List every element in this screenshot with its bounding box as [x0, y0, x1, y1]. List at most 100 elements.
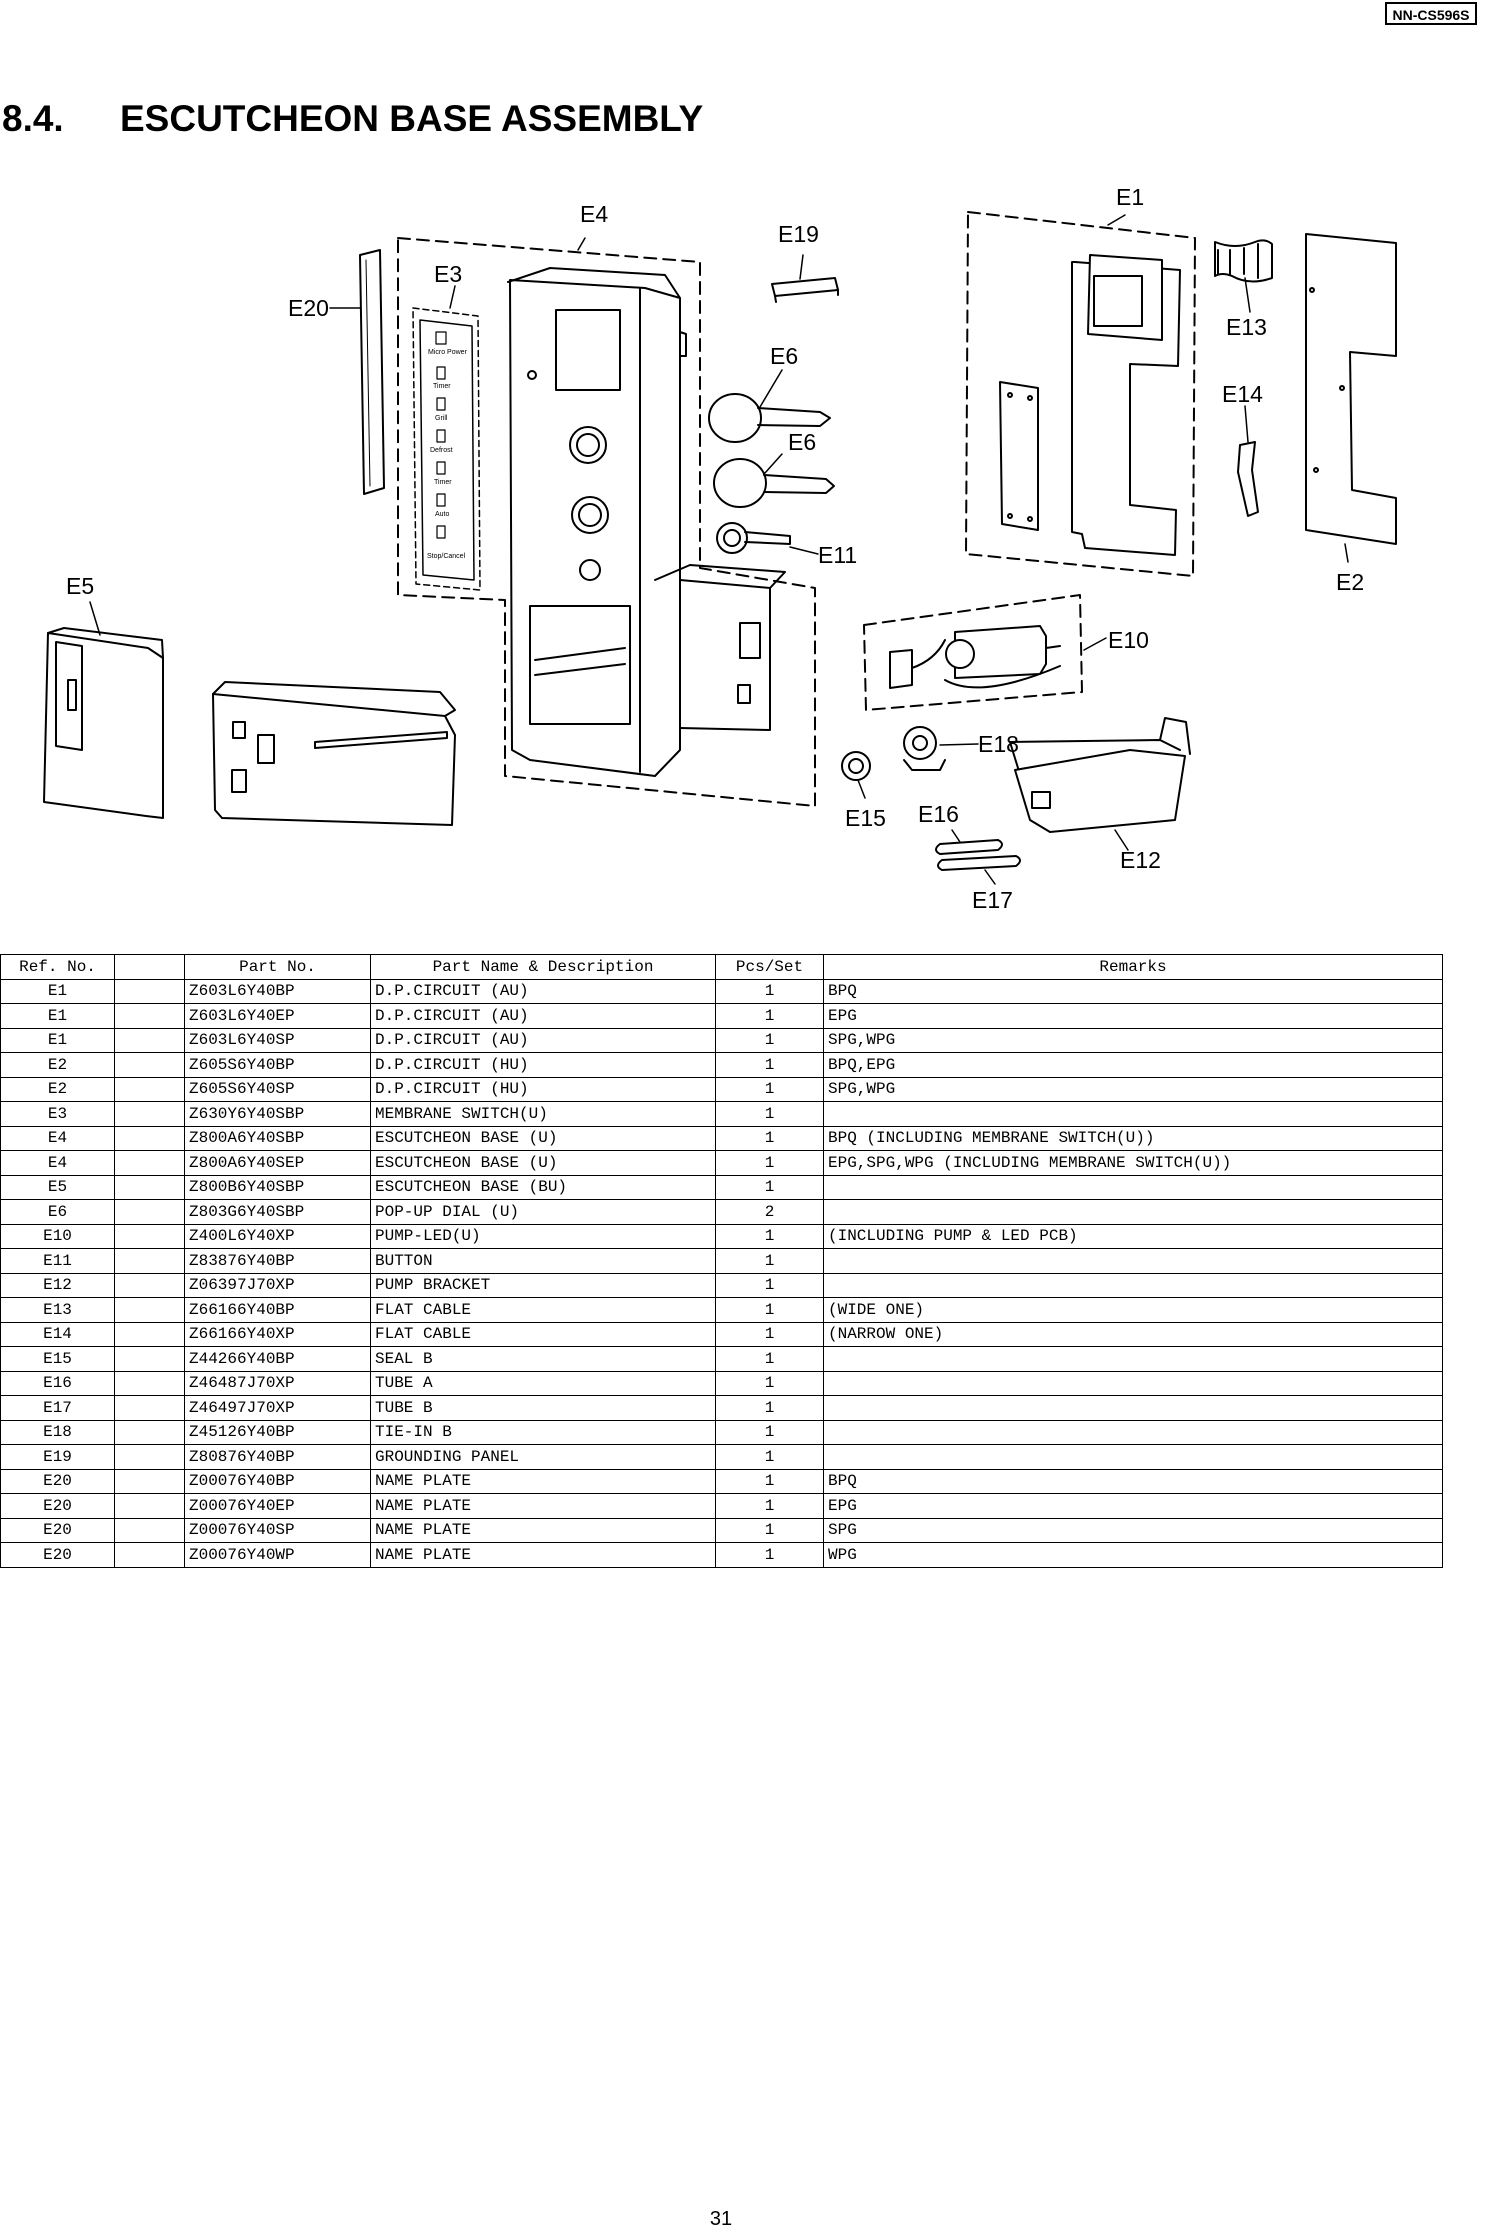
cell-remarks — [823, 1101, 1443, 1127]
parts-table-header-row: Ref. No. Part No. Part Name & Descriptio… — [0, 954, 1443, 980]
cell-part-name: D.P.CIRCUIT (HU) — [370, 1052, 716, 1078]
leader-lines — [89, 214, 1349, 885]
dp-circuit-au-group-outline — [965, 211, 1196, 577]
parts-table: Ref. No. Part No. Part Name & Descriptio… — [0, 954, 1443, 1568]
cell-blank — [114, 1052, 185, 1078]
cell-pcs-set: 1 — [715, 1150, 824, 1176]
membrane-label-micro-power: Micro Power — [428, 349, 468, 356]
cell-blank — [114, 1003, 185, 1029]
membrane-label-stop-cancel: Stop/Cancel — [427, 553, 466, 560]
cell-part-no: Z803G6Y40SBP — [184, 1199, 371, 1225]
cell-part-no: Z00076Y40WP — [184, 1542, 371, 1568]
cell-part-no: Z00076Y40SP — [184, 1517, 371, 1543]
membrane-label-auto: Auto — [435, 511, 450, 518]
cell-part-name: ESCUTCHEON BASE (BU) — [370, 1174, 716, 1200]
cell-part-no: Z603L6Y40SP — [184, 1027, 371, 1053]
model-code-box: NN-CS596S — [1385, 2, 1477, 25]
cell-pcs-set: 1 — [715, 1321, 824, 1347]
cell-part-name: PUMP-LED(U) — [370, 1223, 716, 1249]
cell-part-no: Z00076Y40EP — [184, 1493, 371, 1519]
button-part — [716, 522, 791, 554]
callout-e3: E3 — [434, 261, 462, 287]
cell-ref-no: E4 — [0, 1150, 115, 1176]
callout-e17: E17 — [972, 887, 1013, 913]
cell-blank — [114, 1493, 185, 1519]
callout-e15: E15 — [845, 805, 886, 831]
dp-circuit-hu-part — [1305, 233, 1397, 545]
callout-e4: E4 — [580, 201, 608, 227]
cell-remarks: SPG,WPG — [823, 1027, 1443, 1053]
pump-bracket-part — [1009, 717, 1191, 833]
cell-part-no: Z46497J70XP — [184, 1395, 371, 1421]
callout-e6-upper: E6 — [770, 343, 798, 369]
cell-blank — [114, 1346, 185, 1372]
page-number: 31 — [709, 2208, 733, 2230]
cell-ref-no: E13 — [0, 1297, 115, 1323]
cell-remarks — [823, 1174, 1443, 1200]
tube-b-part — [937, 855, 1021, 871]
cell-part-no: Z46487J70XP — [184, 1370, 371, 1396]
cell-part-no: Z00076Y40BP — [184, 1468, 371, 1494]
membrane-label-timer: Timer — [433, 383, 451, 390]
cell-part-no: Z605S6Y40BP — [184, 1052, 371, 1078]
cell-part-no: Z83876Y40BP — [184, 1248, 371, 1274]
cell-blank — [114, 1542, 185, 1568]
cell-pcs-set: 1 — [715, 1419, 824, 1445]
cell-remarks: (INCLUDING PUMP & LED PCB) — [823, 1223, 1443, 1249]
cell-pcs-set: 1 — [715, 1542, 824, 1568]
header-ref-no: Ref. No. — [0, 954, 115, 980]
section-title-text: ESCUTCHEON BASE ASSEMBLY — [120, 98, 704, 139]
callout-e11: E11 — [818, 542, 857, 568]
cell-remarks — [823, 1248, 1443, 1274]
cell-part-no: Z66166Y40BP — [184, 1297, 371, 1323]
cell-remarks — [823, 1370, 1443, 1396]
callout-e13: E13 — [1226, 314, 1267, 340]
cell-part-no: Z45126Y40BP — [184, 1419, 371, 1445]
cell-remarks — [823, 1444, 1443, 1470]
header-remarks: Remarks — [823, 954, 1443, 980]
cell-pcs-set: 1 — [715, 1223, 824, 1249]
flat-cable-narrow-part — [1237, 441, 1259, 517]
cell-blank — [114, 1101, 185, 1127]
cell-remarks: EPG — [823, 1493, 1443, 1519]
header-blank — [114, 954, 185, 980]
cell-ref-no: E14 — [0, 1321, 115, 1347]
cell-pcs-set: 1 — [715, 1444, 824, 1470]
cell-part-name: D.P.CIRCUIT (HU) — [370, 1076, 716, 1102]
membrane-label-defrost: Defrost — [430, 447, 453, 454]
cell-part-name: MEMBRANE SWITCH(U) — [370, 1101, 716, 1127]
cell-part-name: ESCUTCHEON BASE (U) — [370, 1125, 716, 1151]
cell-remarks: BPQ,EPG — [823, 1052, 1443, 1078]
cell-ref-no: E20 — [0, 1468, 115, 1494]
name-plate-part — [359, 249, 385, 495]
cell-ref-no: E1 — [0, 1003, 115, 1029]
membrane-label-grill: Grill — [435, 415, 448, 422]
cell-ref-no: E17 — [0, 1395, 115, 1421]
cell-part-no: Z630Y6Y40SBP — [184, 1101, 371, 1127]
section-title: 8.4.ESCUTCHEON BASE ASSEMBLY — [2, 98, 703, 140]
cell-part-name: D.P.CIRCUIT (AU) — [370, 1027, 716, 1053]
cell-part-no: Z400L6Y40XP — [184, 1223, 371, 1249]
callout-e18: E18 — [978, 731, 1019, 757]
cell-blank — [114, 1419, 185, 1445]
cell-pcs-set: 1 — [715, 1248, 824, 1274]
cell-pcs-set: 1 — [715, 1027, 824, 1053]
cell-blank — [114, 1027, 185, 1053]
cell-part-name: ESCUTCHEON BASE (U) — [370, 1150, 716, 1176]
cell-blank — [114, 1199, 185, 1225]
cell-blank — [114, 1076, 185, 1102]
cell-blank — [114, 1468, 185, 1494]
